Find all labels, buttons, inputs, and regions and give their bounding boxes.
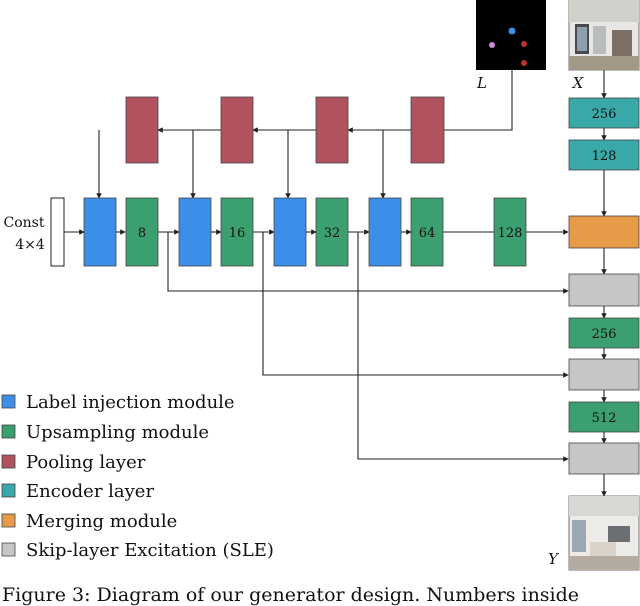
const-label: Const xyxy=(4,215,45,231)
sle-block xyxy=(568,358,640,391)
sle-block xyxy=(568,442,640,475)
label-map-image xyxy=(476,0,546,70)
upsampling-label: 64 xyxy=(419,226,436,241)
upsampling-module xyxy=(410,197,444,267)
upsampling-modules: 8 16 32 64 128 xyxy=(125,197,527,267)
upsampling-label: 16 xyxy=(229,226,246,241)
output-image-symbol: Y xyxy=(548,550,560,568)
sle-block xyxy=(568,273,640,307)
legend-label: Pooling layer xyxy=(26,452,146,473)
pooling-layer xyxy=(125,96,159,164)
pooling-layer xyxy=(410,96,445,164)
decoder-label: 512 xyxy=(592,411,617,426)
legend-label: Label injection module xyxy=(26,392,235,413)
upsampling-module xyxy=(315,197,349,267)
decoder-upsampling: 256 512 xyxy=(568,317,640,433)
legend-swatch-upsampling xyxy=(1,424,16,439)
upsampling-module xyxy=(220,197,254,267)
input-room-image xyxy=(568,0,640,71)
label-injection-modules xyxy=(83,197,402,267)
upsampling-module xyxy=(493,197,527,267)
label-dot xyxy=(521,60,527,66)
upsampling-label: 8 xyxy=(138,226,146,241)
label-injection-module xyxy=(178,197,212,267)
decoder-upsampling-module xyxy=(568,401,640,433)
legend: Label injection module Upsampling module… xyxy=(1,392,274,561)
legend-swatch-merging xyxy=(1,513,16,528)
legend-swatch-encoder xyxy=(1,483,16,498)
const-size: 4×4 xyxy=(15,237,45,253)
figure-caption: Figure 3: Diagram of our generator desig… xyxy=(2,584,580,606)
output-room-image xyxy=(568,495,640,571)
upsampling-label: 128 xyxy=(498,226,523,241)
decoder-label: 256 xyxy=(592,327,617,342)
const-input-block xyxy=(50,197,65,267)
upsampling-module xyxy=(125,197,159,267)
input-image-symbol: X xyxy=(572,74,585,92)
legend-swatch-pooling xyxy=(1,454,16,469)
encoder-layer xyxy=(568,97,640,129)
connection-lines xyxy=(64,70,607,497)
label-injection-module xyxy=(83,197,117,267)
label-map-symbol: L xyxy=(476,74,487,92)
legend-label: Skip-layer Excitation (SLE) xyxy=(26,540,274,561)
label-injection-module xyxy=(273,197,307,267)
merging-module xyxy=(568,215,640,249)
legend-label: Encoder layer xyxy=(26,481,154,502)
pooling-layers xyxy=(125,96,445,164)
decoder-upsampling-module xyxy=(568,317,640,349)
upsampling-label: 32 xyxy=(324,226,341,241)
legend-swatch-label-injection xyxy=(1,394,16,409)
label-dot xyxy=(508,27,516,35)
pooling-layer xyxy=(220,96,254,164)
label-injection-module xyxy=(368,197,402,267)
legend-label: Merging module xyxy=(26,511,177,532)
pooling-layer xyxy=(315,96,349,164)
encoder-layers: 256 128 xyxy=(568,97,640,171)
encoder-layer xyxy=(568,139,640,171)
legend-swatch-sle xyxy=(1,542,16,557)
label-dot xyxy=(521,41,527,47)
sle-blocks xyxy=(568,273,640,475)
legend-label: Upsampling module xyxy=(26,422,209,443)
label-dot xyxy=(489,42,495,48)
encoder-label: 128 xyxy=(592,149,617,164)
encoder-label: 256 xyxy=(592,107,617,122)
